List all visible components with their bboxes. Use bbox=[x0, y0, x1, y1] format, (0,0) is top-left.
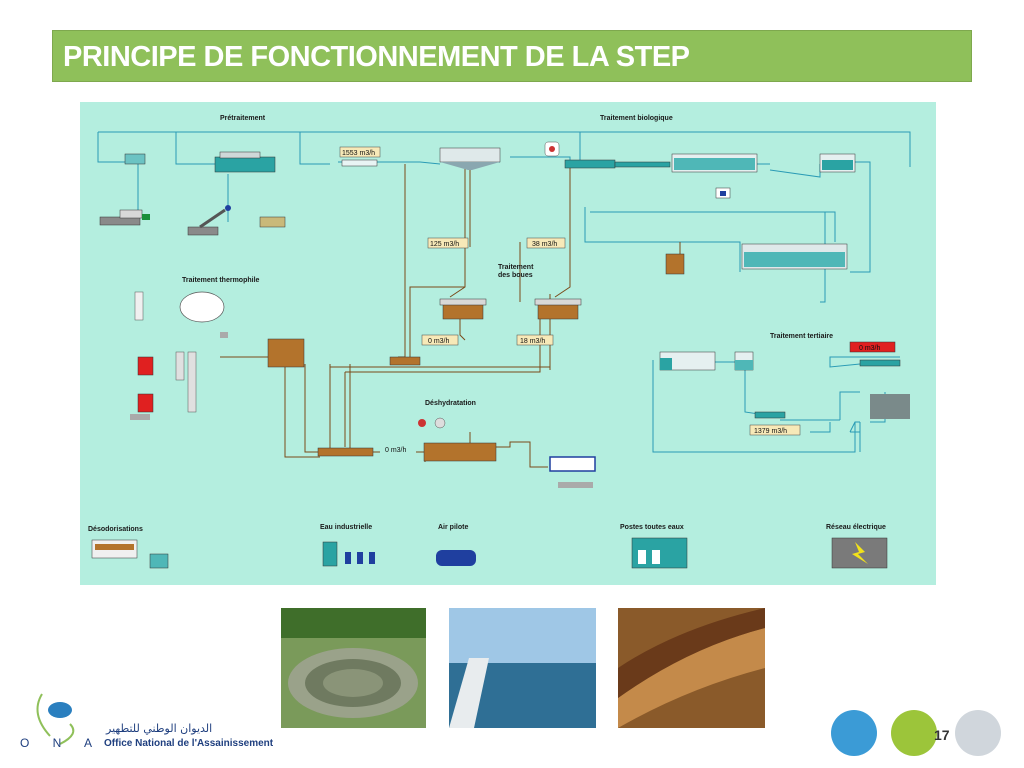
logo-swoosh-icon bbox=[48, 702, 72, 718]
flow-digester-a: 0 m3/h bbox=[428, 338, 450, 345]
label-postes-toutes-eaux: Postes toutes eaux bbox=[620, 524, 684, 531]
flow-boues-125: 125 m3/h bbox=[430, 241, 459, 248]
water-pipes bbox=[97, 131, 911, 453]
logo-arabic-name: الديوان الوطني للتطهير bbox=[106, 722, 213, 735]
label-reseau-electrique: Réseau électrique bbox=[826, 524, 886, 531]
photo-basin bbox=[449, 608, 596, 728]
logo-letters: O N A bbox=[20, 736, 103, 750]
label-traitement-tertiaire: Traitement tertiaire bbox=[770, 333, 833, 340]
logo-name: Office National de l'Assainissement bbox=[104, 738, 274, 749]
flow-rate-boxes bbox=[339, 146, 801, 454]
photo-weir bbox=[618, 608, 765, 728]
page-number: 17 bbox=[934, 727, 950, 743]
slide-title: PRINCIPE DE FONCTIONNEMENT DE LA STEP bbox=[63, 41, 690, 73]
label-traitement-boues-1: Traitement bbox=[498, 264, 534, 271]
label-desodorisations: Désodorisations bbox=[88, 526, 143, 533]
slide-title-bar: PRINCIPE DE FONCTIONNEMENT DE LA STEP bbox=[52, 30, 972, 82]
flow-tertiary-out: 1379 m3/h bbox=[754, 428, 787, 435]
label-air-pilote: Air pilote bbox=[438, 524, 468, 531]
flow-tertiary-alarm: 0 m3/h bbox=[859, 345, 881, 352]
label-eau-industrielle: Eau industrielle bbox=[320, 524, 372, 531]
decorative-circles bbox=[828, 708, 1008, 758]
photo-clarifier bbox=[281, 608, 426, 728]
label-deshydratation: Déshydratation bbox=[425, 400, 476, 407]
process-diagram-svg: 1553 m3/h 125 m3/h 38 m3/h 0 m3/h 18 m3/… bbox=[88, 115, 911, 569]
equipment bbox=[91, 141, 910, 569]
flow-main-inflow: 1553 m3/h bbox=[342, 150, 375, 157]
flow-boues-38: 38 m3/h bbox=[532, 241, 557, 248]
label-traitement-biologique: Traitement biologique bbox=[600, 115, 673, 122]
label-traitement-boues-2: des boues bbox=[498, 272, 533, 279]
label-pretraitement: Prétraitement bbox=[220, 115, 266, 122]
flow-dewatering: 0 m3/h bbox=[385, 447, 407, 454]
process-diagram: 1553 m3/h 125 m3/h 38 m3/h 0 m3/h 18 m3/… bbox=[80, 102, 936, 585]
label-traitement-thermophile: Traitement thermophile bbox=[182, 277, 260, 284]
ona-logo: O N A الديوان الوطني للتطهير Office Nati… bbox=[20, 684, 290, 754]
flow-digester-b: 18 m3/h bbox=[520, 338, 545, 345]
